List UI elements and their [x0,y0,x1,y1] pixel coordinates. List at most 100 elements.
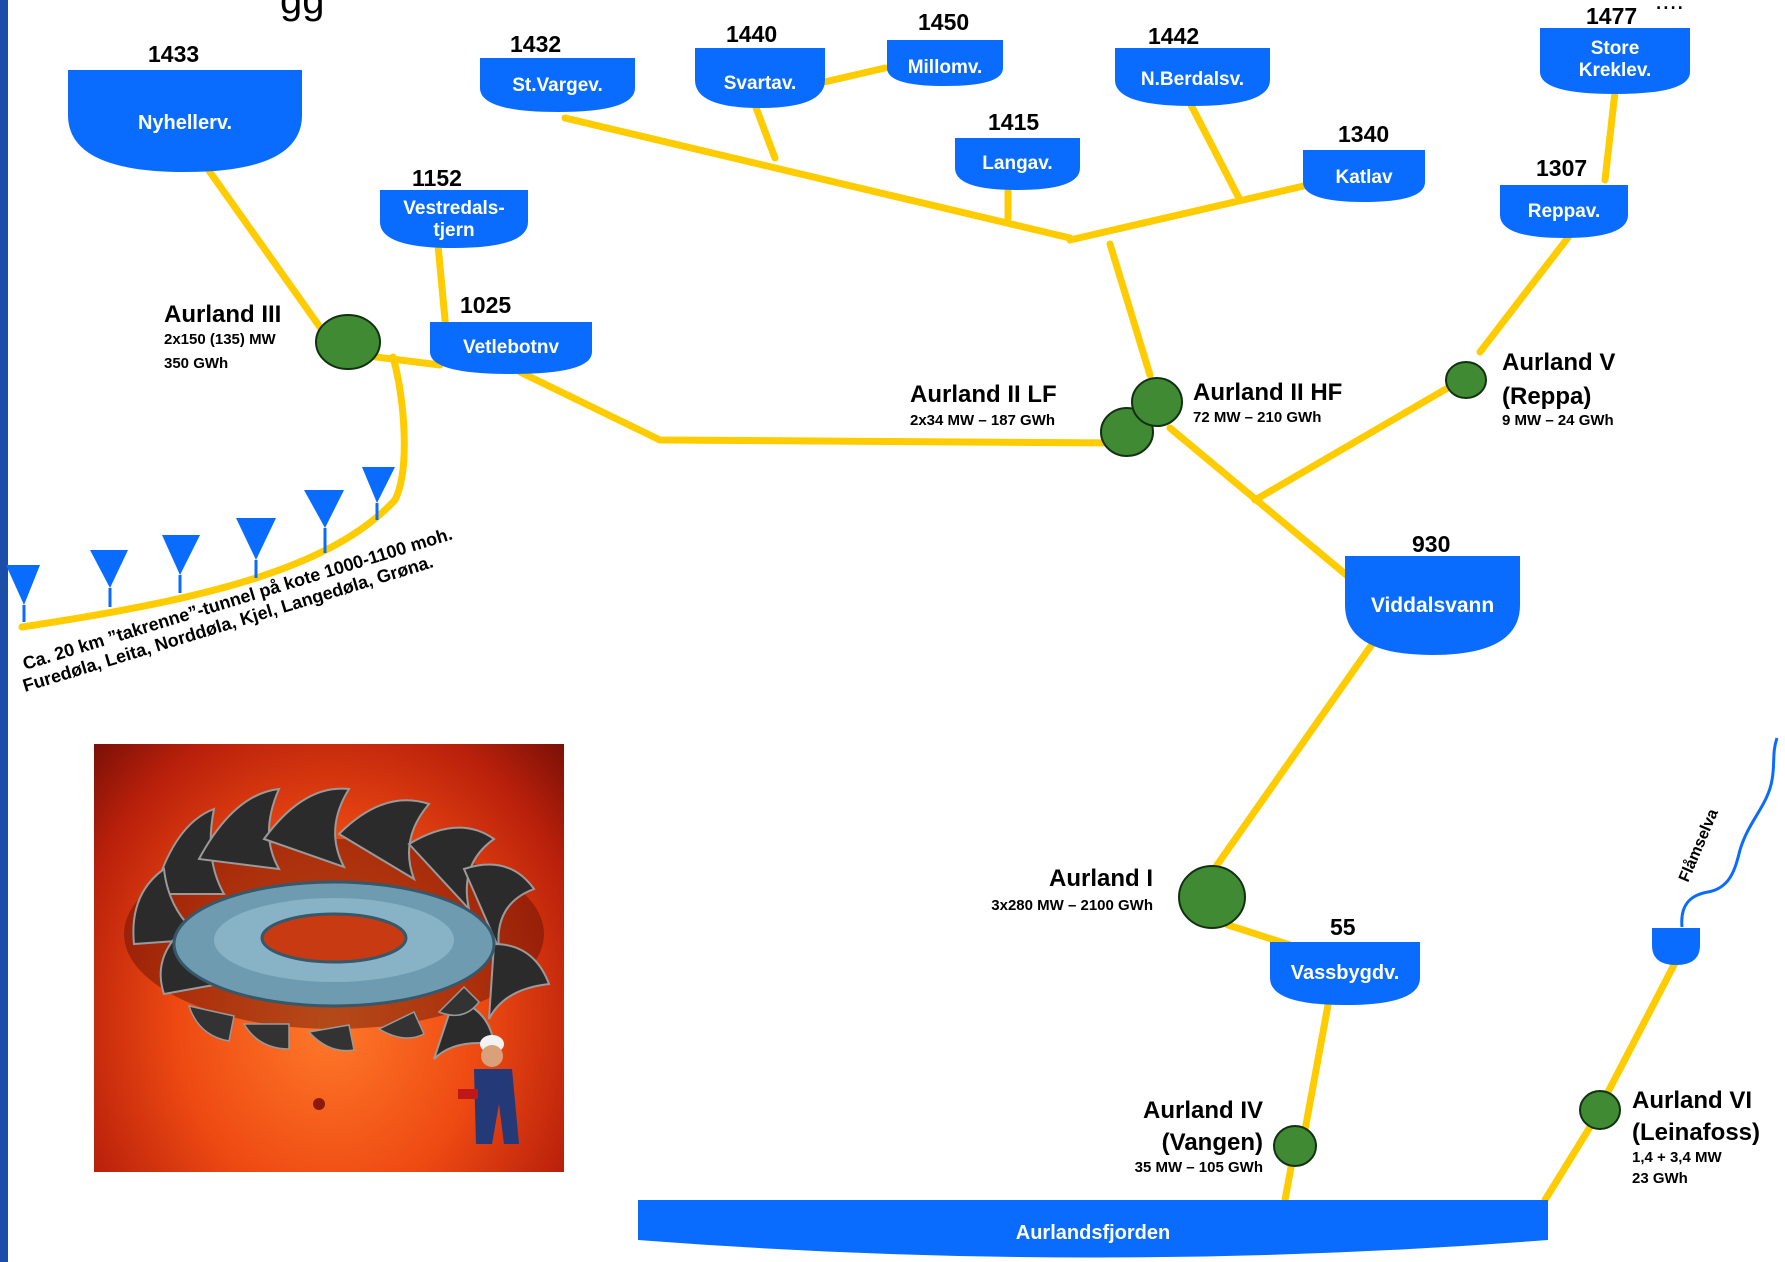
elevation-katlav: 1340 [1338,121,1390,147]
tunnel-to-aurland-ii-hf [1106,240,1154,379]
reservoir-vassbygdv-label: Vassbygdv. [1290,962,1400,984]
station-aurland-ii-hf-name: Aurland II HF [1193,379,1343,406]
reservoir-vestredalstjern-shape [380,190,528,248]
tunnel-aurland-ii-viddalsvann [1166,424,1354,582]
tunnel-svartav [751,101,779,162]
station-aurland-iv-subname: (Vangen) [1161,1129,1263,1156]
reservoir-nyhellerv-shape [68,70,302,172]
reservoir-vestredalstjern-label: Vestredals-tjern [403,198,505,241]
tunnel-aurland-i-vassbygdv [1224,921,1294,949]
reservoir-nberdalsv-shape [1115,48,1270,106]
reservoir-storekreklev-shape [1540,28,1690,94]
station-aurland-v-capacity: 9 MW – 24 GWh [1502,412,1614,429]
elevation-langav: 1415 [988,109,1040,135]
station-aurland-iv-name: Aurland IV [1142,1097,1263,1124]
elevation-reppav: 1307 [1536,155,1588,181]
reservoir-stvargev-label: St.Vargev. [512,75,603,96]
intake-6 [362,467,395,503]
reservoir-viddalsvann-label: Viddalsvann [1370,594,1495,617]
station-aurland-vi-subname: (Leinafoss) [1632,1119,1761,1146]
station-aurland-vi-capacity: 1,4 + 3,4 MW [1632,1149,1722,1166]
reservoir-aurlandsfjorden-label: Aurlandsfjorden [1015,1222,1171,1244]
tunnel-nberdalsv [1186,99,1244,204]
tunnel-storekreklev [1601,88,1619,184]
elevation-vestredalstjern: 1152 [412,165,462,191]
reservoir-svartav-shape [695,48,825,108]
partial-title: gg [280,0,325,22]
tunnel-reppa-viddal [1251,378,1462,504]
tunnel-aurland-iv-fjord [1281,1158,1296,1204]
turbine-photo [94,744,564,1172]
partial-top-right-text: .... [1655,0,1684,15]
station-aurland-vi-name: Aurland VI [1632,1087,1753,1114]
reservoir-langav-shape [955,138,1080,190]
tunnel-vetlebotn-aurland-ii [516,368,1124,447]
reservoir-vassbygdv-shape [1270,942,1420,1005]
station-aurland-iii-circle [315,314,381,370]
intakes [6,467,395,622]
reservoir-nberdalsv-label: N.Berdalsv. [1140,69,1245,90]
reservoir-katlav-shape [1303,150,1425,202]
tunnel-takrenne [18,353,408,631]
intake-5 [304,490,344,528]
river-label: Flåmselva [1675,806,1722,884]
station-aurland-vi-production: 23 GWh [1632,1170,1688,1187]
tunnel-vestredalstjern [434,241,450,334]
reservoir-flaamselva-pond-shape [1652,928,1700,965]
station-aurland-iv-capacity: 35 MW – 105 GWh [1134,1159,1263,1176]
tunnel-network [18,64,1679,1204]
reservoir-reppav-shape [1500,185,1628,238]
flaamselva-river [1680,737,1779,928]
elevation-nberdalsv: 1442 [1148,23,1200,49]
tunnel-note-line1: Ca. 20 km ”takrenne”-tunnel på kote 1000… [20,524,454,674]
reservoir-stvargev-shape [480,58,635,112]
elevation-vetlebotnv: 1025 [460,292,512,318]
reservoir-vetlebotnv-label: Vetlebotnv [462,337,560,358]
reservoir-aurlandsfjorden-shape [638,1200,1548,1258]
tunnel-viddalsvann-aurland-i [1206,636,1379,879]
tunnel-millomv [816,64,889,87]
elevation-millomv: 1450 [918,9,970,35]
elevation-svartav: 1440 [726,21,778,47]
tunnel-nyhellerv [201,161,326,334]
tunnel-stvargev [561,114,1074,242]
tunnel-vassbygdv-aurland-iv [1301,1001,1332,1134]
reservoir-nyhellerv-label: Nyhellerv. [137,112,233,134]
reservoir-reppav-label: Reppav. [1527,201,1601,222]
elevation-viddalsvann: 930 [1412,531,1451,557]
left-border [0,0,8,1262]
station-aurland-i-circle [1178,865,1246,929]
tunnel-note-line2: Furedøla, Leita, Norddøla, Kjel, Langedø… [20,552,435,696]
tunnel-reppav [1476,231,1574,356]
reservoir-shapes [68,28,1700,1258]
station-aurland-v-circle [1445,361,1487,399]
tunnel-aurland-vi-fjord [1541,1123,1594,1204]
reservoir-storekreklev-label: Store Kreklev. [1578,38,1652,81]
elevation-stvargev: 1432 [510,31,562,57]
turbine-illustration [124,787,551,1144]
station-aurland-i-capacity: 3x280 MW – 2100 GWh [991,897,1153,914]
station-aurland-ii-hf-circle [1131,377,1183,427]
intake-2 [90,550,128,588]
station-aurland-i-name: Aurland I [1048,865,1153,892]
reservoir-katlav-label: Katlav [1335,167,1393,188]
station-aurland-ii-lf-name: Aurland II LF [910,381,1057,408]
reservoir-millomv-label: Millomv. [907,57,983,78]
tunnel-flaamselva [1604,959,1679,1096]
reservoir-langav-label: Langav. [982,153,1053,174]
station-aurland-ii-hf-capacity: 72 MW – 210 GWh [1193,409,1322,426]
reservoir-millomv-shape [887,40,1003,86]
worker-figure [458,1035,519,1144]
station-aurland-iii-capacity: 2x150 (135) MW [164,331,276,348]
intake-4 [236,518,276,560]
elevation-vassbygdv: 55 [1330,914,1356,940]
intake-1 [6,565,40,605]
reservoir-svartav-label: Svartav. [723,73,797,94]
station-aurland-v-subname: (Reppa) [1502,383,1592,410]
station-aurland-iii-production: 350 GWh [164,355,229,372]
station-aurland-vi-circle [1579,1090,1621,1130]
elevation-storekreklev: 1477 [1586,3,1638,29]
station-shapes [315,314,1621,1167]
